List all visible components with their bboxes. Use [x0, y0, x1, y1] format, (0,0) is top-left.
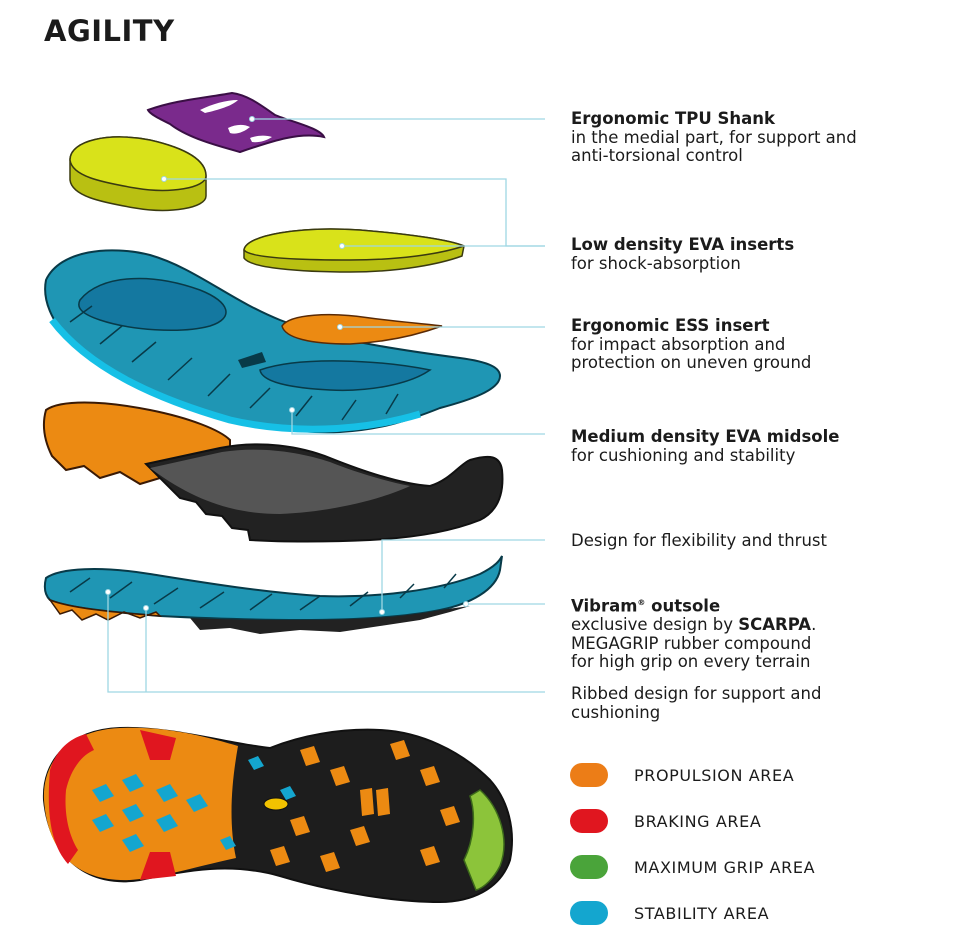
callout-line: protection on uneven ground: [571, 353, 812, 372]
registered-mark: ®: [637, 598, 646, 607]
callout-text: exclusive design by: [571, 615, 734, 634]
legend-stability: STABILITY AREA: [570, 900, 769, 926]
callout-ess-insert: Ergonomic ESS insert for impact absorpti…: [571, 316, 812, 373]
legend-propulsion: PROPULSION AREA: [570, 762, 794, 788]
scarpa-brand: SCARPA: [738, 615, 812, 634]
callout-heading: Medium density EVA midsole: [571, 427, 840, 446]
eva-midsole-part: [44, 249, 502, 434]
callout-line: exclusive design by SCARPA.: [571, 615, 817, 635]
callout-line: Ribbed design for support and: [571, 684, 822, 703]
outsole-profile-part: [43, 401, 504, 543]
legend-max-grip: MAXIMUM GRIP AREA: [570, 854, 815, 880]
leader-lines: [107, 118, 545, 693]
callout-heading: Vibram® outsole: [571, 594, 816, 616]
eva-heel-insert: [69, 136, 207, 212]
callout-eva-inserts: Low density EVA inserts for shock-absorp…: [571, 235, 795, 273]
legend-braking: BRAKING AREA: [570, 808, 761, 834]
callout-line: for cushioning and stability: [571, 445, 796, 465]
callout-line: cushioning: [571, 702, 661, 722]
brand-period: .: [811, 615, 817, 634]
callout-flexibility: Design for flexibility and thrust: [571, 531, 827, 551]
legend-label: MAXIMUM GRIP AREA: [634, 857, 816, 877]
callout-heading: Ergonomic TPU Shank: [571, 109, 775, 128]
legend-label: STABILITY AREA: [634, 903, 770, 923]
callout-line: Design for flexibility and thrust: [571, 531, 827, 550]
eva-forefoot-insert: [243, 228, 467, 273]
outsole-word: outsole: [645, 596, 721, 616]
callout-tpu-shank: Ergonomic TPU Shank in the medial part, …: [571, 109, 857, 166]
ess-insert-part: [281, 314, 443, 345]
vibram-word: Vibram: [571, 596, 638, 616]
outsole-bottom-view: [42, 726, 513, 904]
page-title: AGILITY: [44, 14, 175, 48]
callout-vibram-outsole: Vibram® outsole exclusive design by SCAR…: [571, 594, 816, 672]
callout-line: for shock-absorption: [571, 253, 741, 273]
callout-line: for high grip on every terrain: [571, 652, 811, 671]
callout-eva-midsole: Medium density EVA midsole for cushionin…: [571, 427, 840, 465]
callout-line: for impact absorption and: [571, 334, 786, 354]
callout-heading: Low density EVA inserts: [571, 235, 795, 254]
vibram-logo: [263, 797, 289, 811]
callout-line: MEGAGRIP rubber compound: [571, 633, 812, 653]
leader-dots: [105, 116, 469, 615]
tpu-shank-part: [146, 91, 326, 154]
legend-label: PROPULSION AREA: [634, 765, 795, 785]
braking-swatch: [570, 809, 608, 833]
callout-ribbed-design: Ribbed design for support and cushioning: [571, 684, 822, 722]
stability-swatch: [570, 901, 608, 925]
legend-label: BRAKING AREA: [634, 811, 762, 831]
callout-line: anti-torsional control: [571, 146, 743, 165]
callout-line: in the medial part, for support and: [571, 127, 857, 147]
callout-heading: Ergonomic ESS insert: [571, 316, 770, 335]
propulsion-swatch: [570, 763, 608, 787]
outsole-side-part: [43, 555, 503, 634]
max-grip-swatch: [570, 855, 608, 879]
